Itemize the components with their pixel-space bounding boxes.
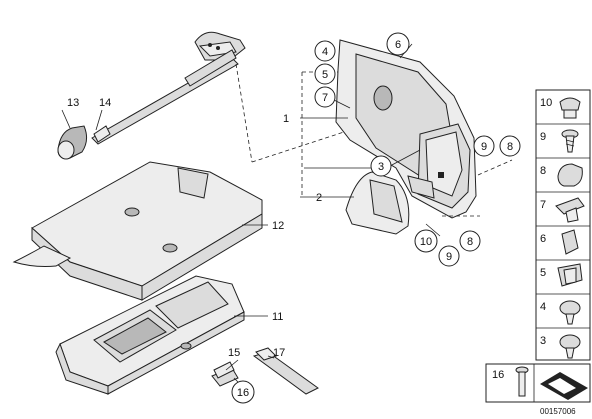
ref-line <box>235 63 253 163</box>
diagram-number: 00157006 <box>540 407 576 416</box>
callout-3: 3 <box>378 161 384 173</box>
fastener-8-cap-icon <box>557 163 583 187</box>
callout-9a: 9 <box>481 141 487 153</box>
callout-15: 15 <box>228 347 240 359</box>
callout-9b-circle <box>438 245 460 267</box>
sidebar-label-9: 9 <box>540 131 546 143</box>
fastener-4-pin-icon <box>559 300 581 325</box>
callout-9a-circle <box>473 135 495 157</box>
sidebar-label-6: 6 <box>540 233 546 245</box>
rod-assembly <box>91 31 246 145</box>
callout-5: 5 <box>322 69 328 81</box>
sidebar-label-8: 8 <box>540 165 546 177</box>
ref-line <box>251 131 345 163</box>
fastener-5-clip-icon <box>557 263 583 287</box>
callout-8a-circle <box>499 135 521 157</box>
callout-7: 7 <box>322 92 328 104</box>
sidebar-label-4: 4 <box>540 301 546 313</box>
callout-3-circle <box>370 155 392 177</box>
callout-16-circle <box>231 380 255 404</box>
callout-17: 17 <box>273 347 285 359</box>
side-trim-panel <box>335 39 477 219</box>
ref-line <box>477 159 513 176</box>
sidebar-label-7: 7 <box>540 199 546 211</box>
fastener-sidebar: 10 9 8 7 6 5 4 3 <box>535 89 591 361</box>
callout-2: 2 <box>316 192 322 204</box>
callout-12: 12 <box>272 220 284 232</box>
callout-9b: 9 <box>446 251 452 263</box>
callout-11: 11 <box>272 311 283 323</box>
sidebar-bottom-box: 16 <box>485 363 591 403</box>
sidebar-bottom-label-16: 16 <box>492 369 504 381</box>
trim-pad <box>345 171 410 235</box>
callout-10-circle <box>414 229 438 253</box>
callout-14: 14 <box>99 97 111 109</box>
callout-5-circle <box>314 63 336 85</box>
sidebar-label-3: 3 <box>540 335 546 347</box>
callout-10: 10 <box>420 236 432 248</box>
callout-6-circle <box>386 32 410 56</box>
callout-1: 1 <box>283 113 289 125</box>
callout-6: 6 <box>395 39 401 51</box>
bracket-15 <box>211 361 239 387</box>
storage-tub <box>55 275 245 395</box>
arrow-symbol-icon <box>540 372 588 400</box>
jack-handle-17 <box>252 347 319 395</box>
fastener-3-pin-icon <box>559 334 581 359</box>
callout-8a: 8 <box>507 141 513 153</box>
floor-panel <box>12 161 263 301</box>
handle-knob <box>57 125 88 160</box>
callout-13: 13 <box>67 97 79 109</box>
sidebar-label-10: 10 <box>540 97 552 109</box>
fastener-10-icon <box>559 97 581 119</box>
callout-8b: 8 <box>467 236 473 248</box>
callout-16: 16 <box>237 387 249 399</box>
bolt-16-icon <box>515 366 529 397</box>
fastener-9-screw-icon <box>561 129 579 153</box>
callout-4-circle <box>314 40 336 62</box>
fastener-6-clip-icon <box>561 229 579 255</box>
callout-7-circle <box>314 86 336 108</box>
sidebar-label-5: 5 <box>540 267 546 279</box>
callout-8b-circle <box>459 230 481 252</box>
fastener-7-clip-icon <box>555 197 585 223</box>
callout-4: 4 <box>322 46 328 58</box>
